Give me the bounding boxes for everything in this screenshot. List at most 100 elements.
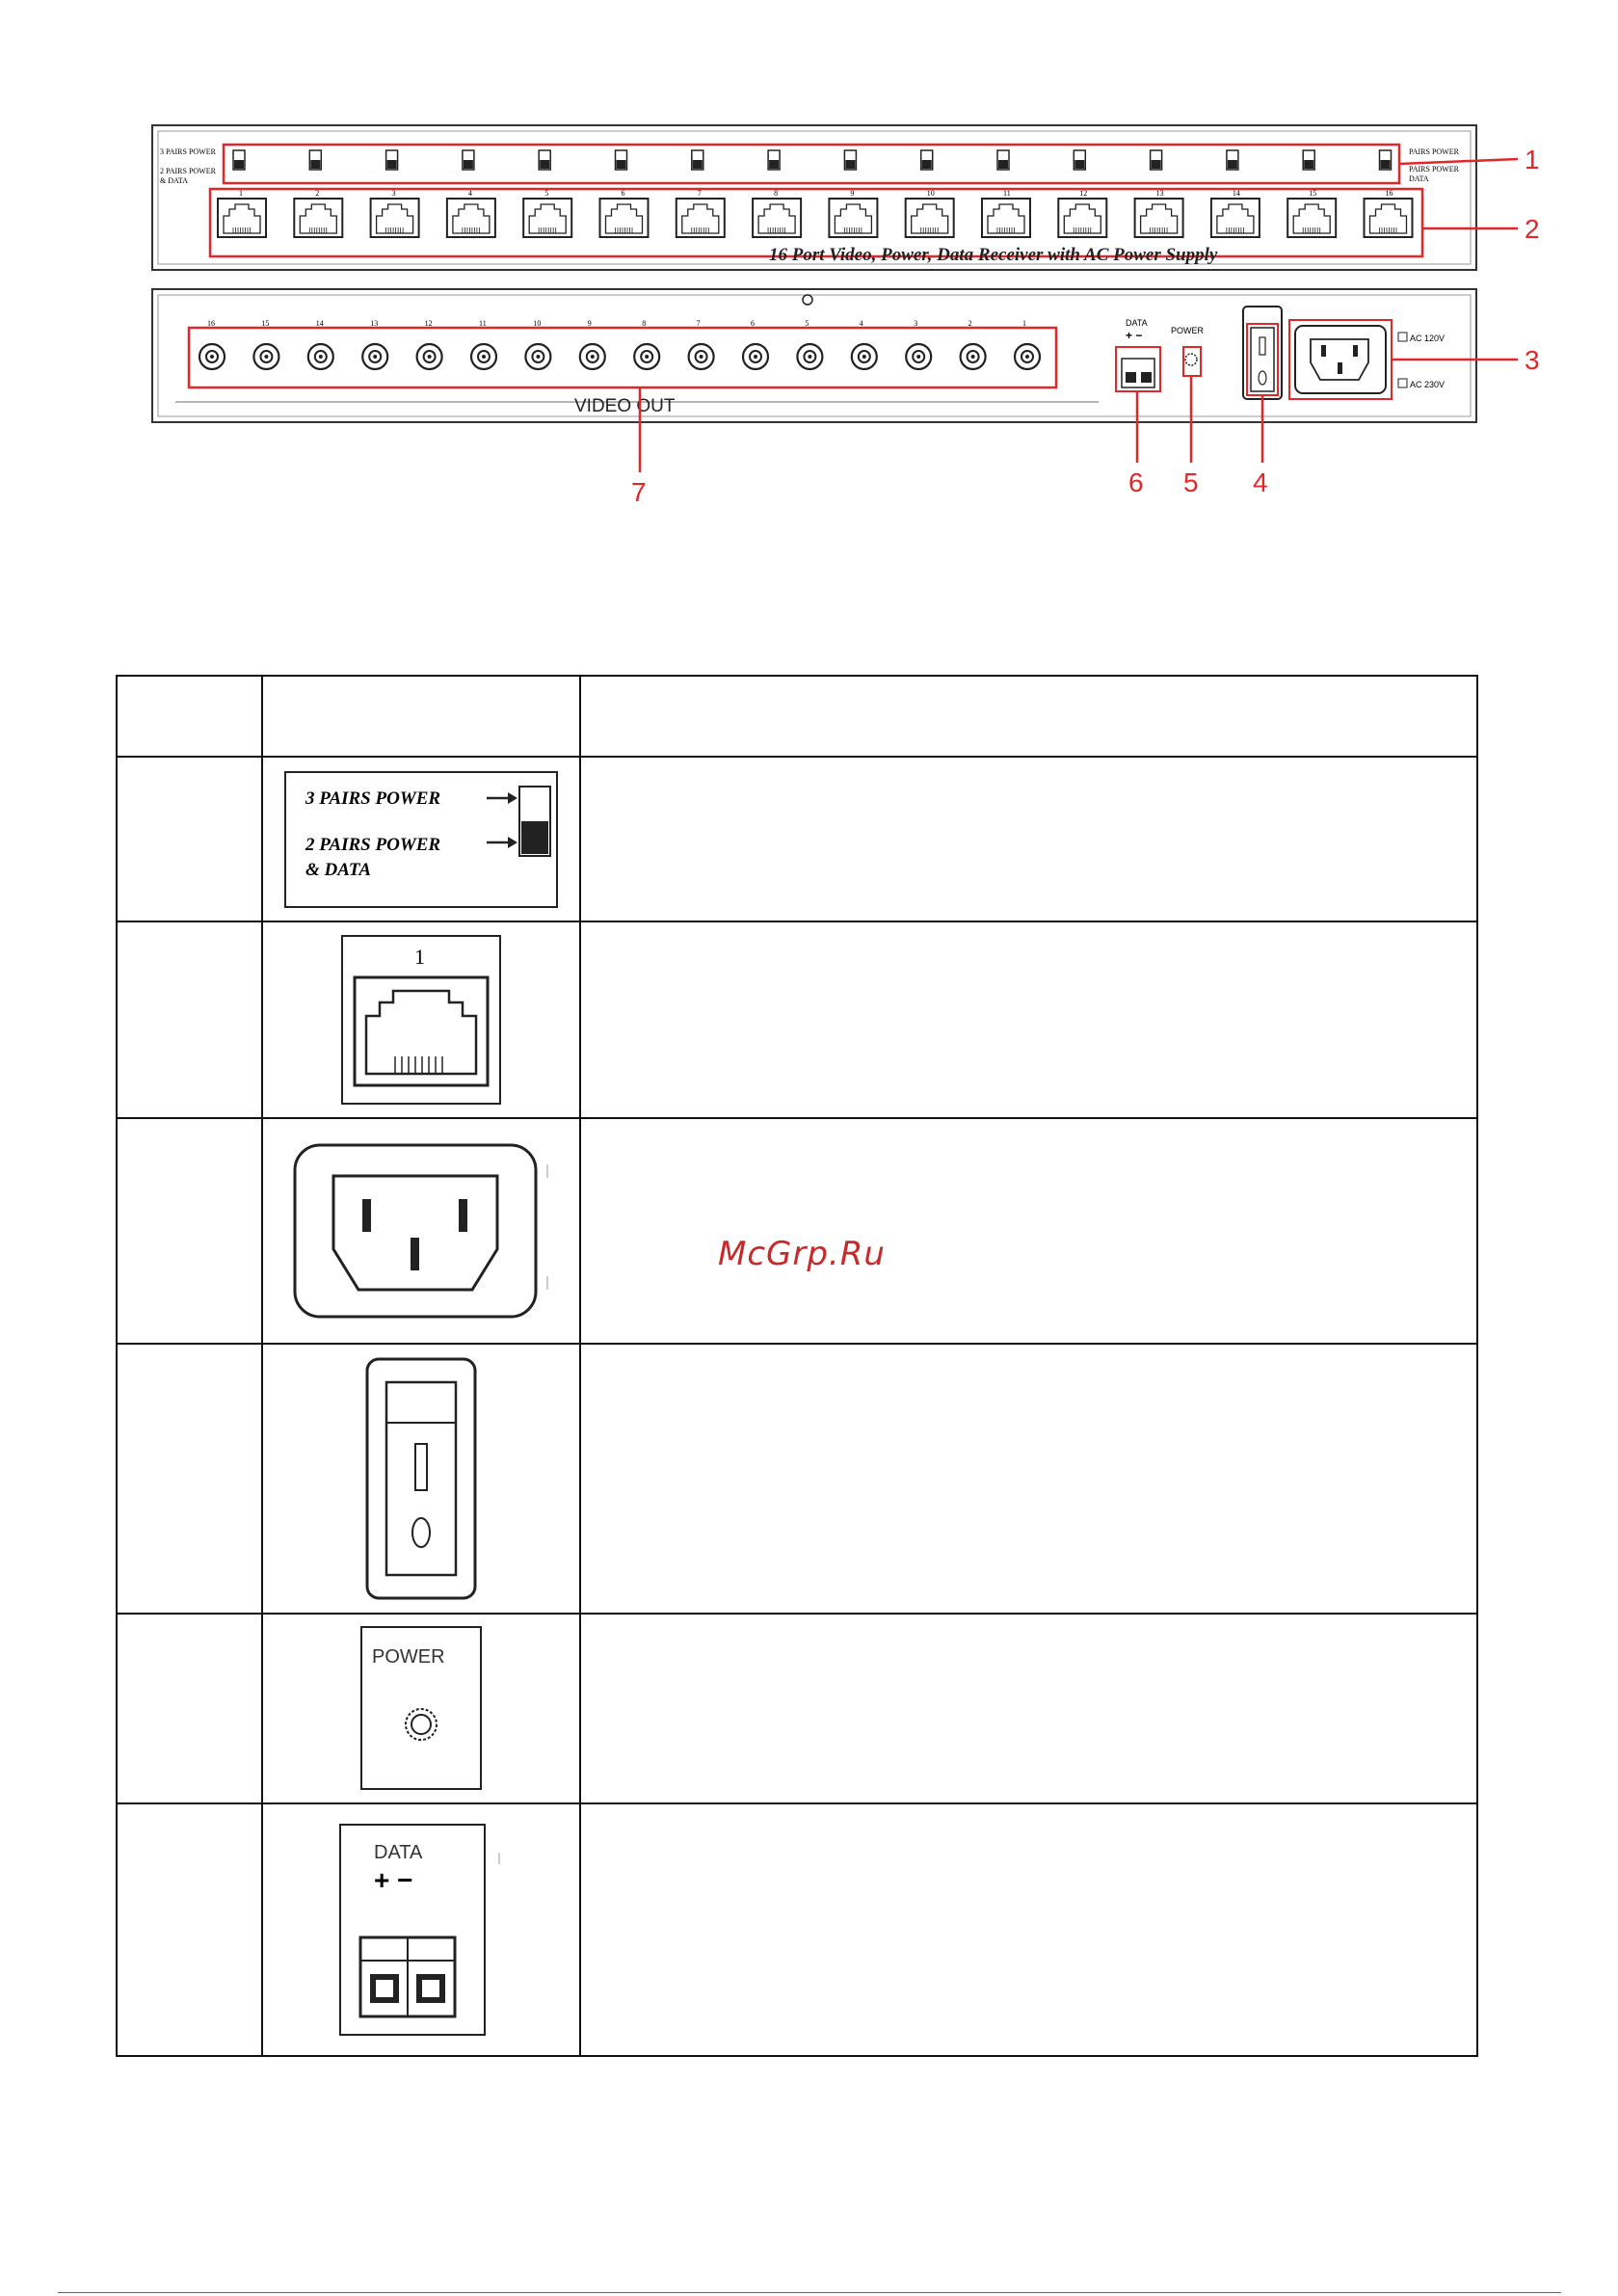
ac-230v-label: AC 230V <box>1410 380 1445 389</box>
front-rj45-port: 13 <box>1133 189 1184 238</box>
ac-120v-label: AC 120V <box>1410 334 1445 343</box>
bnc-number: 7 <box>697 319 701 328</box>
front-mode-switch <box>1226 149 1239 171</box>
front-rj45-port: 11 <box>981 189 1031 238</box>
bnc-number: 3 <box>914 319 917 328</box>
front-mode-switch <box>1378 149 1393 171</box>
row-description-cell <box>579 756 1478 923</box>
row-number-cell <box>116 1802 263 2058</box>
table-row: 3 PAIRS POWER 2 PAIRS POWER & DATA <box>116 756 1478 923</box>
front-rj45-port: 3 <box>369 189 420 238</box>
bnc-number: 16 <box>207 319 215 328</box>
page-bottom-rule <box>58 2292 1561 2293</box>
front-rj45-port: 9 <box>828 189 879 238</box>
table-row: 1 <box>116 921 1478 1119</box>
front-port-number: 4 <box>468 189 472 198</box>
front-port-number: 8 <box>774 189 778 198</box>
front-mode-switch <box>919 149 934 171</box>
front-rj45-port: 2 <box>293 189 344 238</box>
front-port-number: 1 <box>239 189 243 198</box>
bnc-number: 13 <box>370 319 378 328</box>
bnc-connector: 7 <box>687 319 715 371</box>
front-port-number: 5 <box>544 189 548 198</box>
table-row: DATA + − <box>116 1802 1478 2058</box>
video-out-label: VIDEO OUT <box>574 396 676 416</box>
front-port-number: 9 <box>850 189 854 198</box>
front-port-number: 2 <box>315 189 319 198</box>
front-switch-label-right-3: DATA <box>1409 174 1429 183</box>
front-rj45-port: 1 <box>217 189 267 238</box>
front-mode-switch <box>232 149 246 171</box>
table-row: POWER <box>116 1613 1478 1804</box>
callout-2: 2 <box>1525 214 1540 244</box>
rj45-port-number: 1 <box>414 945 425 969</box>
power-mode-switch-icon: 3 PAIRS POWER 2 PAIRS POWER & DATA <box>284 770 558 908</box>
bnc-connector: 5 <box>796 319 824 371</box>
panel-diagram: 3 PAIRS POWER 2 PAIRS POWER & DATA PAIRS… <box>151 124 1540 507</box>
ac-inlet-icon <box>293 1143 548 1319</box>
front-mode-switch <box>996 149 1010 171</box>
front-switch-label-left-3: & DATA <box>160 176 188 185</box>
rear-ac-inlet <box>1294 325 1387 394</box>
row-number-cell <box>116 1613 263 1804</box>
bnc-number: 6 <box>751 319 755 328</box>
spec-table: 3 PAIRS POWER 2 PAIRS POWER & DATA 1 <box>116 674 1478 2058</box>
callout-7: 7 <box>631 477 647 507</box>
bnc-connector: 15 <box>252 319 280 371</box>
front-switch-label-right-1: PAIRS POWER <box>1409 147 1460 156</box>
front-mode-switch <box>614 149 628 171</box>
bnc-number: 8 <box>642 319 646 328</box>
bnc-number: 1 <box>1022 319 1026 328</box>
front-rj45-port: 12 <box>1057 189 1108 238</box>
callout-box-2 <box>208 187 1424 258</box>
front-port-number: 6 <box>622 189 625 198</box>
front-mode-switch <box>308 149 323 171</box>
front-mode-switch <box>462 149 475 171</box>
header-cell-description <box>579 674 1478 759</box>
front-port-number: 15 <box>1309 189 1316 198</box>
row-number-cell <box>116 921 263 1119</box>
front-rj45-port: 14 <box>1209 189 1260 238</box>
bnc-connector: 10 <box>524 319 552 371</box>
front-port-number: 16 <box>1386 189 1393 198</box>
front-rj45-port: 10 <box>904 189 955 238</box>
row-description-cell <box>579 1342 1478 1615</box>
front-rj45-port: 4 <box>445 189 496 238</box>
data-terminal-icon: DATA + − <box>339 1823 500 2036</box>
bnc-connector: 14 <box>306 319 334 371</box>
front-port-number: 13 <box>1156 189 1164 198</box>
front-mode-switch <box>767 149 781 171</box>
callout-1: 1 <box>1525 145 1540 174</box>
bnc-connector: 13 <box>361 319 389 371</box>
bnc-connector: 2 <box>959 319 987 371</box>
power-led-icon: POWER <box>360 1626 482 1791</box>
front-rj45-port: 8 <box>752 189 803 238</box>
bnc-number: 10 <box>533 319 541 328</box>
bnc-number: 5 <box>805 319 809 328</box>
front-mode-switch <box>843 149 858 171</box>
callout-3: 3 <box>1525 345 1540 375</box>
callout-6: 6 <box>1128 467 1144 497</box>
row-number-cell <box>116 756 263 923</box>
callouts <box>638 157 1519 472</box>
bnc-connector: 16 <box>198 319 226 371</box>
bnc-number: 4 <box>860 319 863 328</box>
table-header-row <box>116 674 1478 759</box>
table-row: McGrp.Ru <box>116 1116 1478 1345</box>
rear-power-label: POWER <box>1171 326 1205 335</box>
callout-4: 4 <box>1253 467 1268 497</box>
bnc-connector: 9 <box>578 319 606 371</box>
bnc-number: 11 <box>479 319 487 328</box>
table-row <box>116 1342 1478 1615</box>
data-terminal-label: DATA <box>374 1842 423 1863</box>
front-switch-label-left-2: 2 PAIRS POWER <box>160 167 217 175</box>
rear-data-polarity: + − <box>1126 329 1142 342</box>
mode-switch-label-3: & DATA <box>305 860 371 880</box>
bnc-connector: 3 <box>905 319 933 371</box>
bnc-number: 9 <box>588 319 592 328</box>
ac-230v-checkbox <box>1397 378 1408 388</box>
rear-data-label: DATA <box>1126 318 1148 328</box>
front-switch-row <box>232 149 1393 171</box>
